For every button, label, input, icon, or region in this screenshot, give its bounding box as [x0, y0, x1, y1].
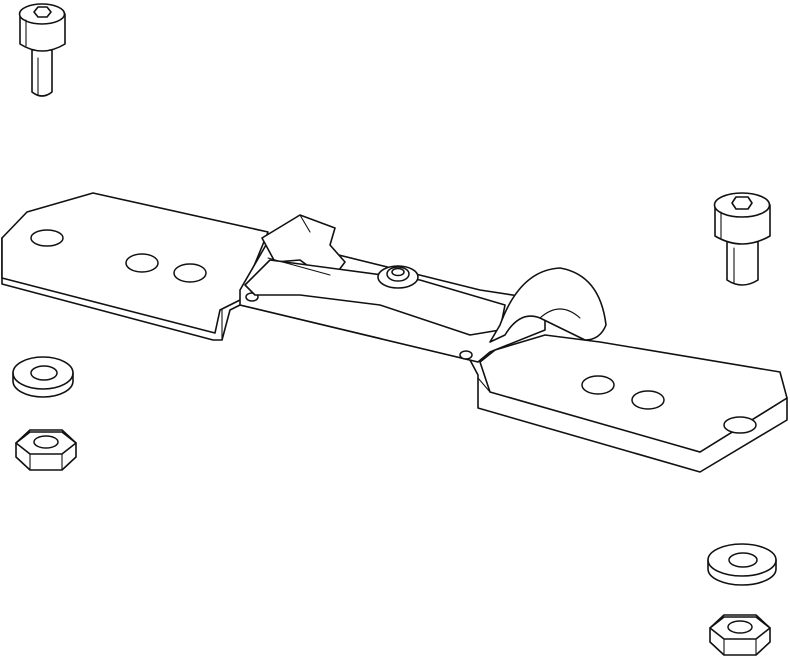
nut-left — [15, 429, 77, 471]
nut-right — [709, 614, 771, 656]
washer-right — [707, 543, 777, 586]
mounting-bracket-plate — [1, 192, 788, 473]
spring-clip — [244, 214, 607, 343]
bolt-top-left — [18, 3, 66, 97]
bolt-right — [713, 192, 771, 286]
washer-left — [12, 356, 74, 398]
